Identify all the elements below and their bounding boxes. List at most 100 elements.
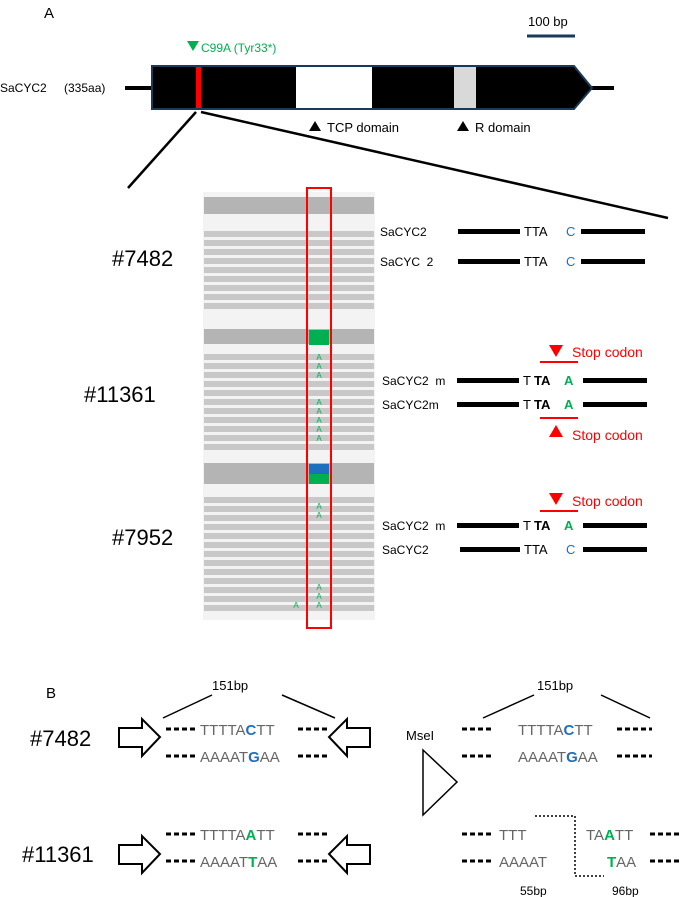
- read-base-label: A: [316, 398, 322, 407]
- amplicon-size-label: 151bp: [212, 678, 248, 693]
- fragment-size-96: 96bp: [612, 884, 639, 897]
- read: [204, 408, 374, 414]
- allele-bar-right: [583, 378, 647, 383]
- allele-bar-left: [458, 259, 520, 264]
- mutation-site: [196, 67, 201, 108]
- gene-name: SaCYC2: [0, 81, 47, 95]
- allele-label: SaCYC2 m: [382, 519, 445, 533]
- read: [204, 294, 374, 300]
- seq-bot-pre: AAAAT: [518, 749, 566, 766]
- read: [204, 605, 374, 611]
- coverage-variant: [309, 464, 329, 474]
- fragment-right-top-base: A: [604, 827, 615, 844]
- stop-codon-label: Stop codon: [572, 344, 643, 360]
- stop-codon-label: Stop codon: [572, 427, 643, 443]
- read: [204, 596, 374, 602]
- stop-codon-arrow-icon: [549, 425, 563, 437]
- allele-bar-right: [583, 547, 647, 552]
- seq-top-base: A: [246, 827, 257, 844]
- seq-bot-post: AA: [578, 749, 598, 766]
- fragment-left-bottom: AAAAT: [499, 854, 547, 871]
- seq-bot-base: G: [566, 749, 578, 766]
- svg-text:AAAATTAA: AAAATTAA: [200, 854, 277, 871]
- read-base-label: A: [316, 371, 322, 380]
- seq-bot-base: G: [248, 749, 260, 766]
- fragment-size-55: 55bp: [520, 884, 547, 897]
- read: [204, 285, 374, 291]
- fragment-right-bottom-post: AA: [616, 854, 636, 871]
- read-base-label: A: [316, 425, 322, 434]
- coverage-variant: [309, 474, 329, 484]
- read: [204, 240, 374, 246]
- read-base-label: A: [316, 416, 322, 425]
- seq-top-post: TT: [574, 722, 592, 739]
- allele-base: C: [566, 542, 575, 557]
- fragment-right-bottom-base: T: [607, 854, 616, 871]
- allele-bar-left: [457, 523, 519, 528]
- mutation-highlight-box: [306, 187, 332, 629]
- read-base-label: A: [316, 353, 322, 362]
- read: [204, 533, 374, 539]
- read-base-label: A: [316, 434, 322, 443]
- seq-top-pre: TTTTA: [518, 722, 564, 739]
- allele-label: SaCYC2: [382, 543, 429, 557]
- read-base-label: A: [316, 592, 322, 601]
- scale-bar-label: 100 bp: [528, 14, 568, 29]
- fragment-left-top: TTT: [499, 827, 527, 844]
- allele-bar-left: [457, 402, 519, 407]
- read: [204, 276, 374, 282]
- svg-text:TTTTAATT: TTTTAATT: [200, 827, 275, 844]
- seq-bot-base: T: [248, 854, 257, 871]
- allele-prefix-bold: TA: [534, 397, 551, 412]
- read: [204, 587, 374, 593]
- allele-bar-right: [581, 229, 645, 234]
- allele-label: SaCYC 2: [380, 255, 434, 269]
- read: [204, 267, 374, 273]
- read-base-label: A: [316, 583, 322, 592]
- read-base-label: A: [316, 502, 322, 511]
- fragment-right-top-post: TT: [615, 827, 633, 844]
- seq-bot-pre: AAAAT: [200, 854, 248, 871]
- zoom-line-left: [127, 111, 197, 189]
- reverse-primer-arrow-icon: [327, 833, 371, 876]
- svg-text:TTTTACTT: TTTTACTT: [200, 722, 275, 739]
- fragment-right-top-pre: TA: [586, 827, 604, 844]
- read: [204, 372, 374, 378]
- read-base-label: A: [316, 362, 322, 371]
- tcp-domain: [296, 67, 372, 108]
- read: [204, 542, 374, 548]
- read: [204, 569, 374, 575]
- read-base-label: A: [316, 407, 322, 416]
- svg-text:TAA: TAA: [607, 854, 636, 871]
- allele-bar-left: [460, 547, 520, 552]
- seq-bot-pre: AAAAT: [200, 749, 248, 766]
- read: [204, 381, 374, 387]
- enzyme-label: MseI: [406, 728, 434, 743]
- forward-primer-arrow-icon: [118, 716, 162, 759]
- mutation-marker-icon: [187, 41, 199, 51]
- allele-bar-left: [457, 378, 519, 383]
- allele-prefix-plain: T: [523, 373, 531, 388]
- read: [204, 258, 374, 264]
- r-domain-marker-icon: [457, 121, 469, 131]
- read: [204, 578, 374, 584]
- coverage-variant: [309, 330, 329, 345]
- amplicon-bracket-left: [162, 694, 213, 719]
- tcp-domain-label: TCP domain: [327, 120, 399, 135]
- allele-label: SaCYC2 m: [382, 374, 445, 388]
- stop-codon-arrow-icon: [549, 493, 563, 505]
- read: [204, 444, 374, 450]
- seq-bot-post: AA: [257, 854, 277, 871]
- allele-label: SaCYC2: [380, 225, 427, 239]
- digest-arrow-icon: [422, 748, 459, 817]
- read: [204, 417, 374, 423]
- seq-top-pre: TTTTA: [200, 722, 246, 739]
- amplicon-bracket-right: [600, 694, 651, 719]
- allele-bar-left: [458, 229, 520, 234]
- allele-prefix-bold: TA: [534, 518, 551, 533]
- amplicon-bracket-left: [482, 694, 535, 719]
- zoom-line-right: [200, 110, 669, 220]
- svg-text:AAAATGAA: AAAATGAA: [518, 749, 598, 766]
- coverage-track: [204, 329, 374, 344]
- sample-label-11361: #11361: [22, 842, 94, 867]
